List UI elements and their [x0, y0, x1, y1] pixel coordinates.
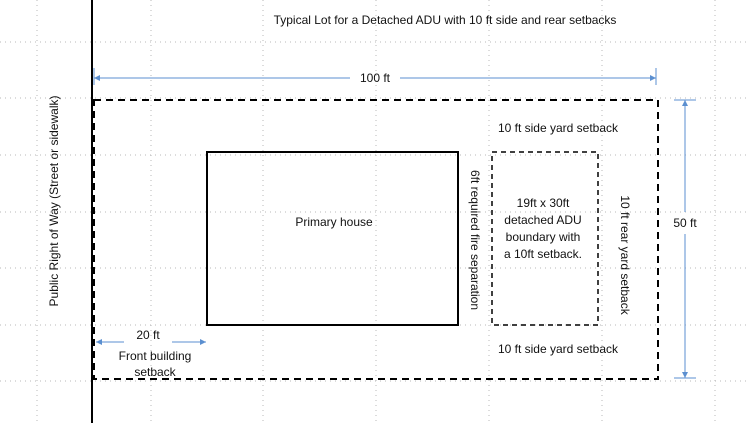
- adu-label-line1: 19ft x 30ft: [517, 196, 570, 210]
- primary-house-outline: [206, 151, 459, 326]
- adu-boundary: [491, 151, 599, 326]
- front-setback-value-label: 20 ft: [136, 328, 160, 342]
- diagram-title: Typical Lot for a Detached ADU with 10 f…: [274, 13, 617, 27]
- right-of-way-label: Public Right of Way (Street or sidewalk): [47, 96, 61, 307]
- lot-depth-dimension: [674, 99, 696, 379]
- front-setback-label-line1: Front building: [119, 349, 192, 363]
- front-setback-label-line2: setback: [134, 365, 176, 379]
- lot-width-dimension: [93, 68, 657, 85]
- adu-label-line2: detached ADU: [504, 213, 581, 227]
- adu-label-line4: a 10ft setback.: [504, 247, 582, 261]
- adu-label-line3: boundary with: [506, 230, 581, 244]
- lot-width-label: 100 ft: [360, 71, 391, 85]
- rear-setback-label: 10 ft rear yard setback: [618, 195, 632, 315]
- lot-boundary: [93, 99, 659, 380]
- side-setback-bottom-label: 10 ft side yard setback: [498, 342, 619, 356]
- adu-label: 19ft x 30ft detached ADU boundary with a…: [504, 196, 582, 261]
- lot-depth-label: 50 ft: [673, 216, 697, 230]
- side-setback-top-label: 10 ft side yard setback: [498, 121, 619, 135]
- fire-separation-label: 6ft required fire separation: [468, 170, 482, 310]
- primary-house-label: Primary house: [295, 215, 373, 229]
